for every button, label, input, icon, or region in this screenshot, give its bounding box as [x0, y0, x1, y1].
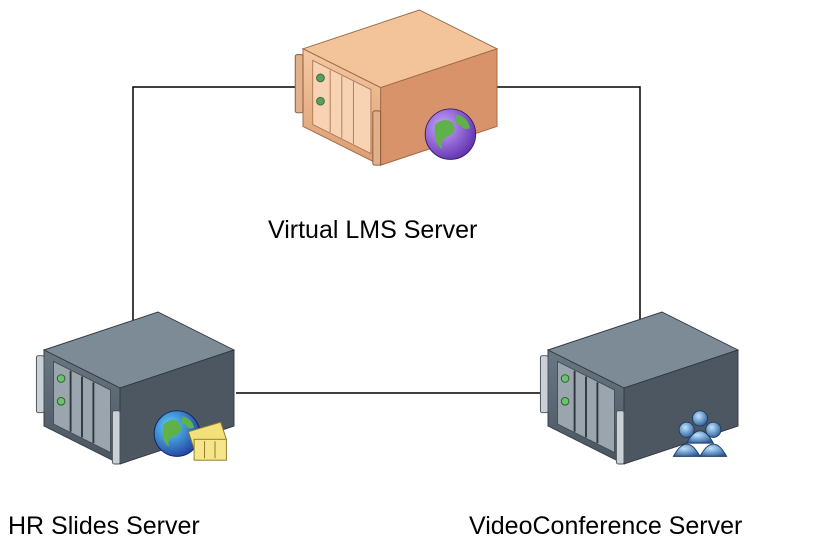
- label-virtual-lms-server: Virtual LMS Server: [268, 216, 478, 244]
- users-icon: [672, 410, 728, 457]
- globe-with-slides-icon: [153, 410, 228, 461]
- label-videoconference-server: VideoConference Server: [469, 512, 743, 540]
- globe-icon: [424, 108, 477, 160]
- server-hr: [35, 311, 235, 465]
- server-vc: [539, 311, 739, 465]
- edge-lms-hr: [132, 86, 303, 330]
- server-lms: [294, 9, 498, 166]
- edge-lms-vc: [497, 86, 641, 330]
- connectors: [132, 86, 641, 394]
- label-hr-slides-server: HR Slides Server: [8, 512, 200, 540]
